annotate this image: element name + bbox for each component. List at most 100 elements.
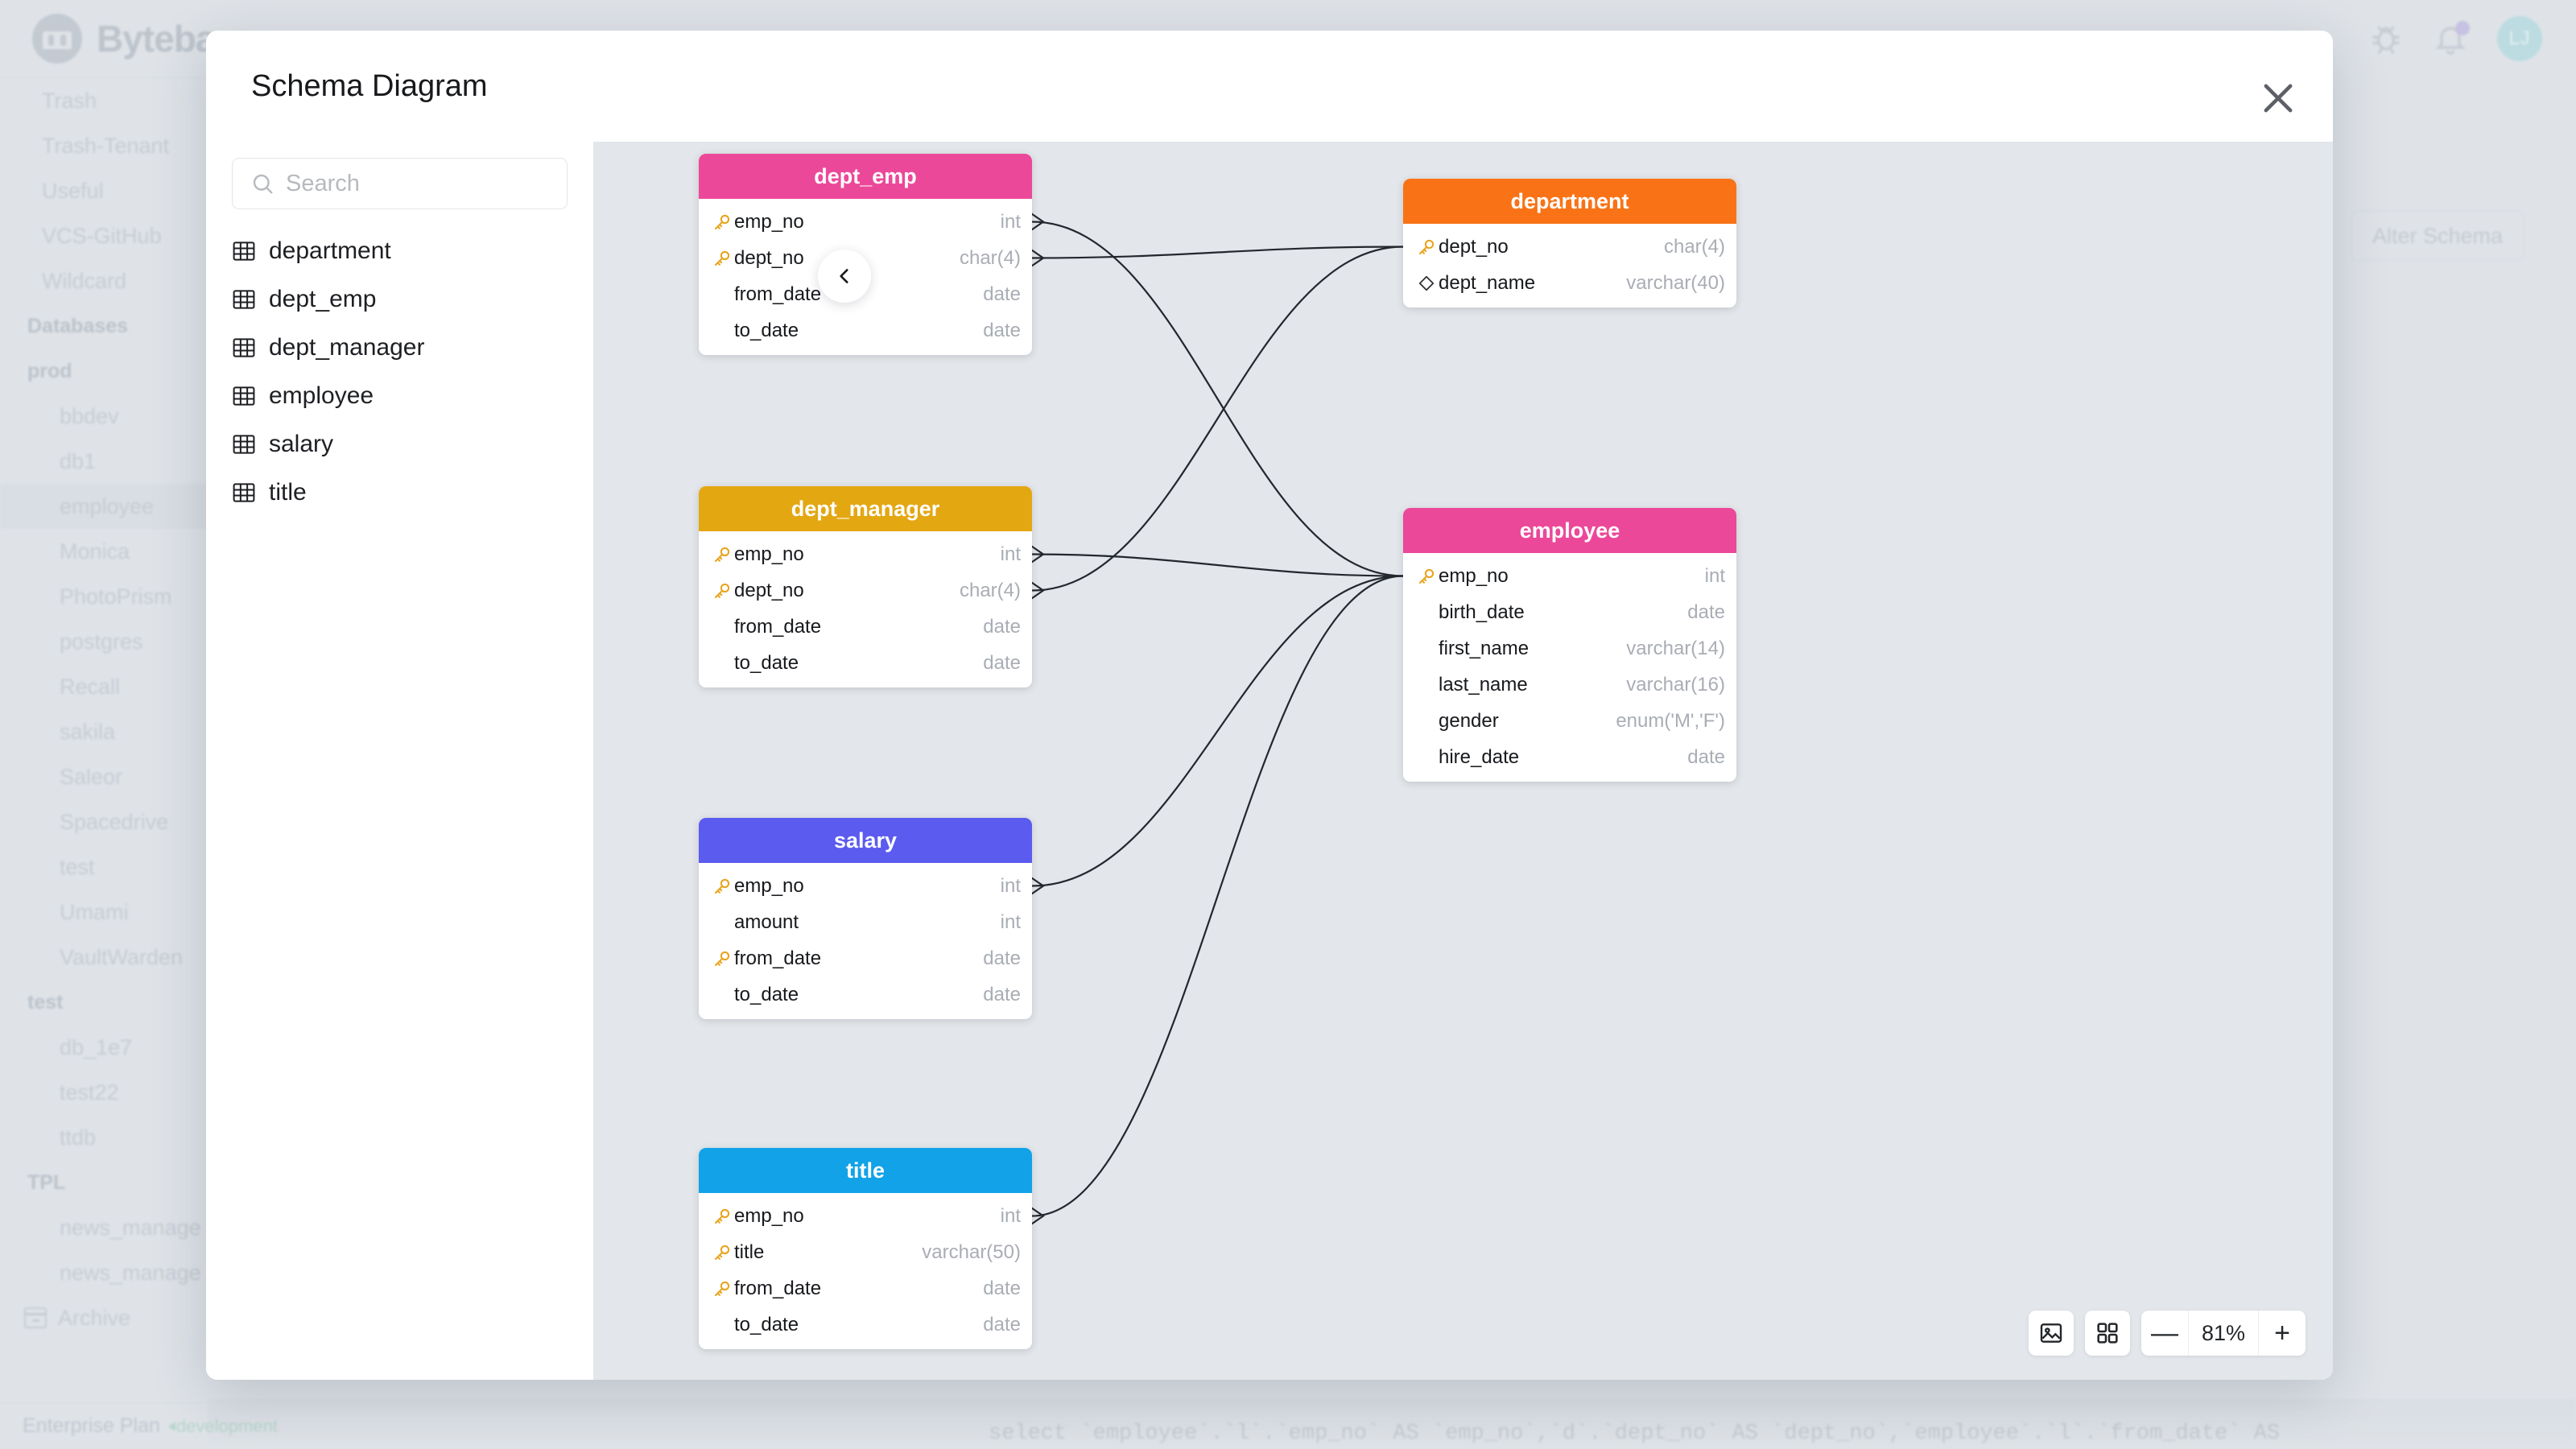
search-input[interactable] <box>286 170 549 197</box>
sidebar-item-monica[interactable]: Monica <box>0 529 208 574</box>
column-type: char(4) <box>1663 235 1725 258</box>
avatar[interactable]: LJ <box>2497 16 2542 61</box>
search-box[interactable] <box>232 158 568 209</box>
sidebar-item-employee[interactable]: employee <box>0 484 208 529</box>
sidebar-item-trash[interactable]: Trash <box>0 78 208 123</box>
key-icon <box>710 1279 734 1298</box>
sidebar-item-useful[interactable]: Useful <box>0 168 208 213</box>
table-list-item-label: title <box>269 479 307 506</box>
sidebar-item-archive[interactable]: Archive <box>0 1295 208 1340</box>
collapse-panel-button[interactable] <box>818 250 871 303</box>
column-type: date <box>983 947 1021 969</box>
zoom-out-button[interactable]: — <box>2151 1317 2178 1348</box>
sidebar-item-label: employee <box>60 493 155 518</box>
alter-schema-button[interactable]: Alter Schema <box>2351 211 2524 261</box>
table-list-item-department[interactable]: department <box>206 227 593 275</box>
key-icon <box>710 949 734 968</box>
sidebar-item-postgres[interactable]: postgres <box>0 619 208 664</box>
column-type: int <box>1000 210 1021 233</box>
column-name: dept_no <box>734 579 804 601</box>
notification-badge <box>2455 21 2470 35</box>
diamond-icon <box>1414 275 1439 292</box>
relation-arrow <box>1030 877 1043 895</box>
sidebar-item-sakila[interactable]: sakila <box>0 709 208 754</box>
sidebar-item-test22[interactable]: test22 <box>0 1070 208 1115</box>
sidebar-item-ttdb[interactable]: ttdb <box>0 1115 208 1160</box>
sidebar-item-label: postgres <box>60 629 143 654</box>
relation-arrow <box>1030 582 1043 600</box>
sidebar-item-db-1e7[interactable]: db_1e7 <box>0 1025 208 1070</box>
bug-icon[interactable] <box>2368 21 2404 56</box>
table-list-item-salary[interactable]: salary <box>206 420 593 469</box>
table-list-item-title[interactable]: title <box>206 469 593 517</box>
table-list-item-dept_manager[interactable]: dept_manager <box>206 324 593 372</box>
table-list-item-employee[interactable]: employee <box>206 372 593 420</box>
relation-edge <box>1032 576 1403 886</box>
sidebar-item-trash-tenant[interactable]: Trash-Tenant <box>0 123 208 168</box>
column-type: date <box>983 651 1021 674</box>
sidebar-item-test[interactable]: test <box>0 844 208 890</box>
sidebar-item-news-manage[interactable]: news_manage <box>0 1250 208 1295</box>
auto-layout-icon[interactable] <box>2085 1311 2130 1356</box>
sidebar-item-vcs-github[interactable]: VCS-GitHub <box>0 213 208 258</box>
sidebar-item-news-manage[interactable]: news_manage <box>0 1205 208 1250</box>
relation-arrow <box>1030 1208 1043 1225</box>
export-image-icon[interactable] <box>2029 1311 2074 1356</box>
close-icon[interactable] <box>2257 77 2299 119</box>
column-row[interactable]: dept_no char(4) <box>699 572 1032 609</box>
zoom-in-button[interactable]: + <box>2274 1317 2290 1348</box>
plan-label: Enterprise Plan <box>23 1414 160 1437</box>
sidebar-item-photoprism[interactable]: PhotoPrism <box>0 574 208 619</box>
plan-bar[interactable]: Enterprise Plan development <box>0 1402 278 1449</box>
table-list-item-dept_emp[interactable]: dept_emp <box>206 275 593 324</box>
sidebar-item-wildcard[interactable]: Wildcard <box>0 258 208 303</box>
sidebar-item-label: Trash <box>42 88 97 113</box>
sidebar-item-prod: prod <box>0 349 208 394</box>
column-type: date <box>983 1313 1021 1335</box>
table-node-title: dept_emp <box>699 154 1032 199</box>
sidebar-item-test: test <box>0 980 208 1025</box>
sidebar-item-spacedrive[interactable]: Spacedrive <box>0 799 208 844</box>
bell-icon[interactable] <box>2433 21 2470 56</box>
sidebar-item-db1[interactable]: db1 <box>0 439 208 484</box>
sidebar-item-bbdev[interactable]: bbdev <box>0 394 208 439</box>
sidebar-item-umami[interactable]: Umami <box>0 890 208 935</box>
sidebar-item-recall[interactable]: Recall <box>0 664 208 709</box>
sidebar-item-saleor[interactable]: Saleor <box>0 754 208 799</box>
key-icon <box>710 249 734 268</box>
sidebar-item-vaultwarden[interactable]: VaultWarden <box>0 935 208 980</box>
column-type: char(4) <box>959 579 1021 601</box>
